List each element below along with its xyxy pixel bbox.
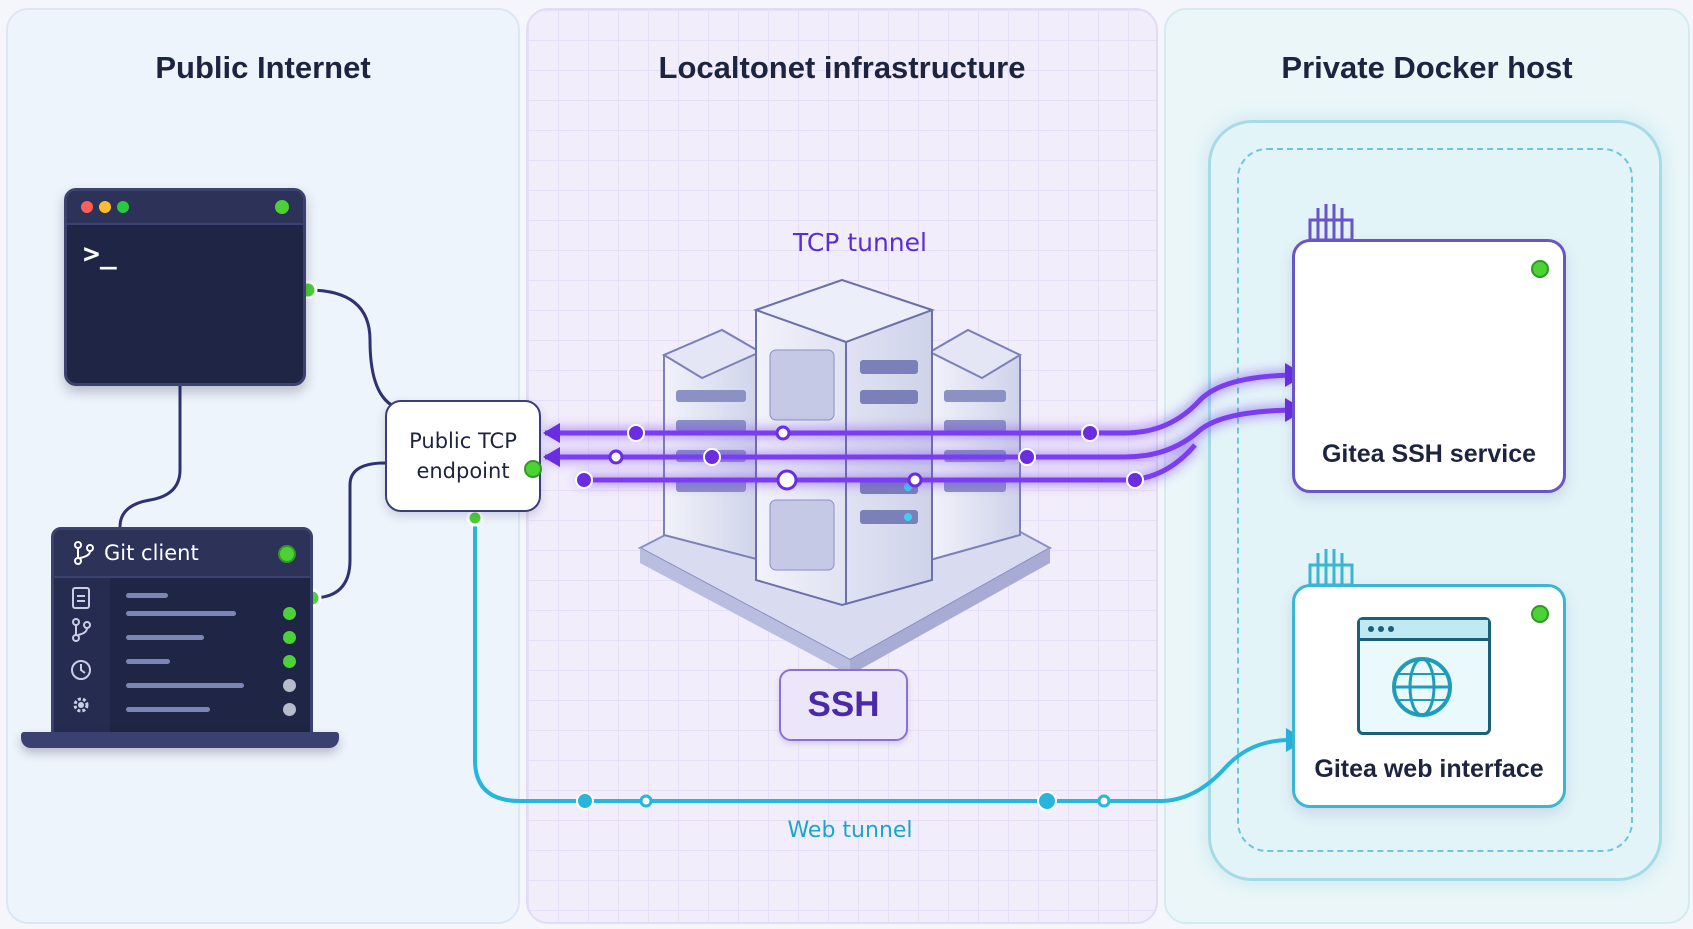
git-client-title: Git client <box>104 541 199 565</box>
tcp-node <box>608 449 624 465</box>
terminal-titlebar <box>67 191 303 225</box>
tcp-node <box>775 425 791 441</box>
browser-window-icon <box>1357 617 1491 735</box>
web-node <box>576 792 594 810</box>
web-node <box>639 794 653 808</box>
web-node <box>1037 791 1057 811</box>
gitea-web-interface-title: Gitea web interface <box>1314 755 1544 783</box>
close-dot-icon <box>81 201 93 213</box>
endpoint-label-line2: endpoint <box>416 459 510 483</box>
list-item[interactable] <box>126 584 296 608</box>
endpoint-label-line1: Public TCP <box>409 429 517 453</box>
tcp-line-2 <box>545 407 1301 460</box>
tcp-node <box>1126 471 1144 489</box>
public-tcp-endpoint[interactable]: Public TCP endpoint <box>385 400 541 512</box>
gitea-web-interface-card[interactable]: Gitea web interface <box>1292 584 1566 808</box>
tcp-arrow-left-2 <box>543 447 560 467</box>
git-client-status-dot <box>278 545 296 563</box>
list-item[interactable] <box>126 674 296 698</box>
docker-host-title: Private Docker host <box>1281 50 1573 85</box>
git-client-header: Git client <box>54 530 310 578</box>
docker-network-boundary <box>1237 148 1633 852</box>
tcp-node <box>907 472 923 488</box>
rack-bracket-icon <box>1308 204 1354 242</box>
git-client-sidebar <box>54 578 110 735</box>
minimize-dot-icon <box>99 201 111 213</box>
clock-icon <box>71 660 91 680</box>
web-node <box>1097 794 1111 808</box>
web-tunnel-line <box>473 520 1291 803</box>
tcp-node <box>627 424 645 442</box>
git-client-window[interactable]: Git client <box>51 527 313 738</box>
localtonet-title: Localtonet infrastructure <box>658 50 1026 85</box>
endpoint-web-port <box>466 509 484 527</box>
gear-icon <box>73 697 89 713</box>
terminal-status-dot <box>275 200 289 214</box>
branch-icon <box>74 541 94 565</box>
terminal-laptop-link <box>118 380 182 528</box>
list-item[interactable] <box>126 650 296 674</box>
tcp-node <box>1081 424 1099 442</box>
file-icon <box>72 587 90 609</box>
tcp-node <box>1018 448 1036 466</box>
web-service-status-dot <box>1531 605 1549 623</box>
maximize-dot-icon <box>117 201 129 213</box>
server-rack-right <box>927 328 1023 562</box>
laptop-connector <box>311 461 386 600</box>
tcp-arrow-left-1 <box>543 423 560 443</box>
ssh-badge: SSH <box>779 669 908 741</box>
branch-icon <box>72 618 91 642</box>
endpoint-status-dot <box>524 460 542 478</box>
laptop-base <box>21 732 339 748</box>
gitea-ssh-service-title: Gitea SSH service <box>1321 440 1536 468</box>
terminal-prompt: >_ <box>83 237 117 270</box>
rack-bracket-icon <box>1308 549 1354 587</box>
web-tunnel-label: Web tunnel <box>787 818 913 843</box>
globe-icon <box>1392 657 1452 717</box>
server-rack-center <box>752 278 936 607</box>
list-item[interactable] <box>126 626 296 650</box>
terminal-window[interactable]: >_ <box>64 188 306 386</box>
public-internet-title: Public Internet <box>155 50 371 85</box>
tcp-tunnel-label: TCP tunnel <box>793 228 927 257</box>
server-rack-left <box>661 328 763 562</box>
tcp-line-1 <box>545 372 1301 436</box>
gitea-ssh-service-card[interactable]: Gitea SSH service <box>1292 239 1566 493</box>
tcp-node <box>703 448 721 466</box>
tcp-node <box>776 469 798 491</box>
git-client-sidebar-icons <box>71 587 91 713</box>
list-item[interactable] <box>126 602 296 626</box>
tcp-node <box>575 471 593 489</box>
ssh-service-status-dot <box>1531 260 1549 278</box>
terminal-connector <box>307 288 411 412</box>
list-item[interactable] <box>126 698 296 722</box>
